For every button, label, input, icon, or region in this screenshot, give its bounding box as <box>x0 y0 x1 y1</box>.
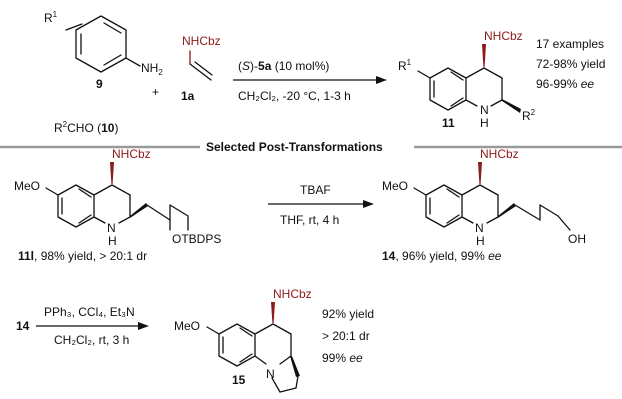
tbaf-label: TBAF <box>300 183 331 197</box>
start-compound-14: 14 <box>16 319 30 333</box>
product-h-label: H <box>480 116 489 130</box>
nhcbz-left-label: NHCbz <box>112 147 151 161</box>
product-nhcbz-label: NHCbz <box>484 29 523 43</box>
compound-14-structure <box>413 162 571 231</box>
section-title: Selected Post-Transformations <box>206 140 383 154</box>
compound-15-label: 15 <box>232 373 246 387</box>
bottom-result-yield: 92% yield <box>322 307 374 321</box>
h-right-label: H <box>476 234 485 248</box>
bottom-result-ee: 99% ee <box>322 351 363 365</box>
result-examples: 17 examples <box>536 37 604 51</box>
n-left-label: N <box>107 221 116 235</box>
compound-15-structure <box>206 302 300 393</box>
compound-14-caption: 14, 96% yield, 99% ee <box>382 249 502 263</box>
bottom-result-dr: > 20:1 dr <box>322 329 370 343</box>
plus-sign: + <box>152 85 159 99</box>
meo-left-label: MeO <box>14 179 40 193</box>
bottom-reagents: PPh₃, CCl₄, Et₃N <box>44 305 135 319</box>
product-n-label: N <box>480 103 489 117</box>
meo-right-label: MeO <box>382 179 408 193</box>
n-bottom-label: N <box>266 367 275 381</box>
nh2-label: NH2 <box>141 61 163 77</box>
n-right-label: N <box>475 221 484 235</box>
middle-conditions: THF, rt, 4 h <box>280 213 339 227</box>
product-11-structure <box>417 44 521 113</box>
compound-11-label: 11 <box>442 116 455 130</box>
compound-1a-label: 1a <box>181 89 195 103</box>
catalyst-label: (S)-5a (10 mol%) <box>238 59 329 73</box>
top-conditions: CH₂Cl₂, -20 °C, 1-3 h <box>238 89 351 103</box>
aniline-structure <box>65 15 141 73</box>
product-r2-label: R2 <box>522 108 536 123</box>
compound-11l-caption: 11l, 98% yield, > 20:1 dr <box>18 249 147 263</box>
r1-label: R1 <box>44 10 58 25</box>
otbdps-label: OTBDPS <box>172 232 221 246</box>
result-yield: 72-98% yield <box>536 57 605 71</box>
h-left-label: H <box>108 234 117 248</box>
compound-9-label: 9 <box>96 77 103 91</box>
aldehyde-label: R2CHO (10) <box>54 120 118 135</box>
enamide-nhcbz-label: NHCbz <box>182 34 221 48</box>
top-reaction-arrow <box>233 76 387 84</box>
compound-11l-structure <box>45 162 189 231</box>
nhcbz-right-label: NHCbz <box>480 147 519 161</box>
product-r1-label: R1 <box>398 58 412 73</box>
bottom-reaction-arrow <box>36 322 149 330</box>
oh-label: OH <box>568 232 586 246</box>
enamide-structure <box>189 50 213 81</box>
result-ee: 96-99% ee <box>536 77 594 91</box>
middle-reaction-arrow <box>268 200 374 208</box>
nhcbz-bottom-label: NHCbz <box>273 287 312 301</box>
meo-bottom-label: MeO <box>174 319 200 333</box>
bottom-conditions: CH₂Cl₂, rt, 3 h <box>54 333 129 347</box>
